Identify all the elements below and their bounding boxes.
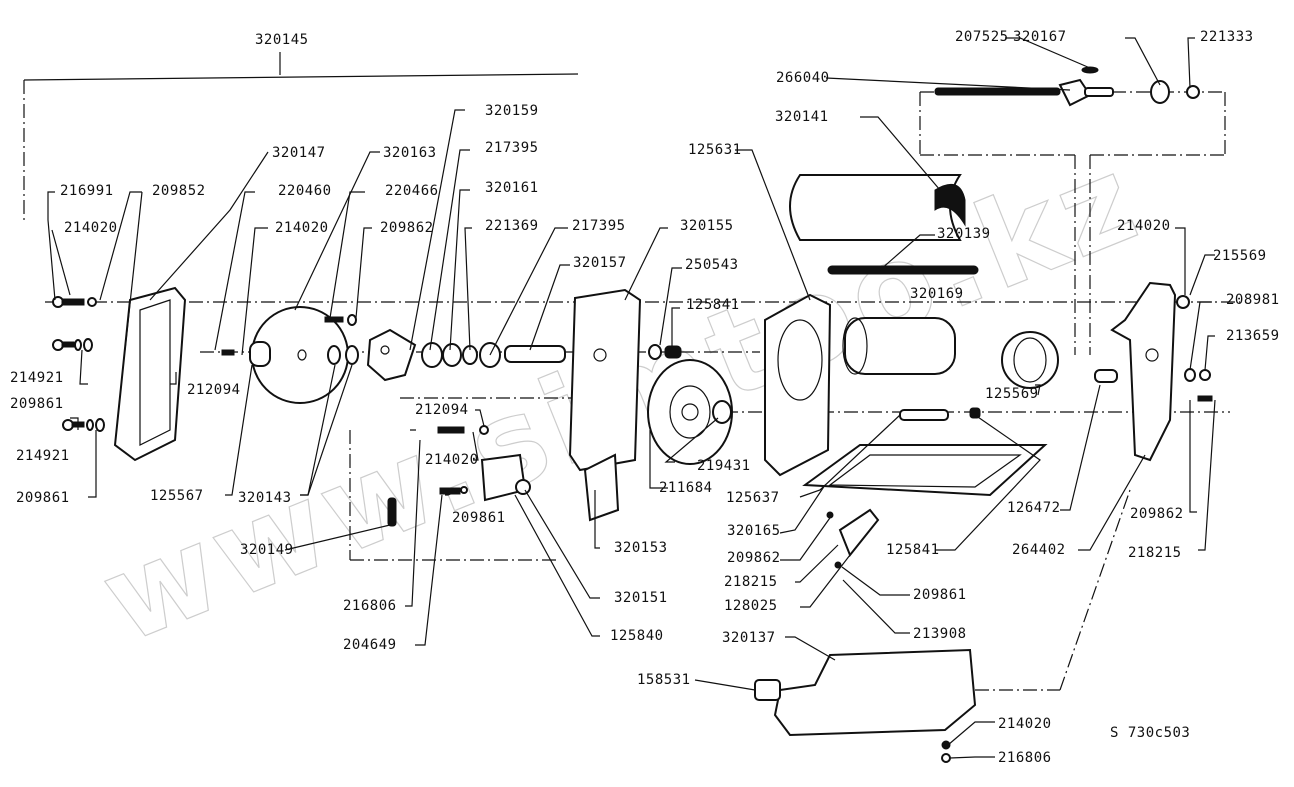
part-label: 320145 <box>255 32 309 48</box>
part-label: 216991 <box>60 183 114 199</box>
part-label: 125637 <box>726 490 780 506</box>
bottom-cover <box>773 648 977 737</box>
part-label: 207525 <box>955 29 1009 45</box>
part-label: 320139 <box>937 226 991 242</box>
part-label: 214020 <box>275 220 329 236</box>
part-label: 219431 <box>697 458 751 474</box>
part-label: 216806 <box>998 750 1052 766</box>
part-label: 214020 <box>998 716 1052 732</box>
part-label: 320151 <box>614 590 668 606</box>
part-label: 221369 <box>485 218 539 234</box>
part-label: 221333 <box>1200 29 1254 45</box>
shaft <box>504 345 566 363</box>
part-label: 209861 <box>10 396 64 412</box>
part-label: 217395 <box>572 218 626 234</box>
part-label: 125840 <box>610 628 664 644</box>
part-label: 218215 <box>1128 545 1182 561</box>
part-label: 264402 <box>1012 542 1066 558</box>
shaft-rod <box>934 87 1061 96</box>
frame <box>802 444 1048 497</box>
part-label: 320141 <box>775 109 829 125</box>
part-label: 158531 <box>637 672 691 688</box>
part-label: 220460 <box>278 183 332 199</box>
spring <box>1001 331 1059 389</box>
part-label: 320149 <box>240 542 294 558</box>
part-label: 320165 <box>727 523 781 539</box>
part-label: 320167 <box>1013 29 1067 45</box>
part-label: 266040 <box>776 70 830 86</box>
part-label: 214020 <box>64 220 118 236</box>
part-label: 214020 <box>425 452 479 468</box>
part-label: 320157 <box>573 255 627 271</box>
gear-housing <box>764 293 832 477</box>
part-label: 208981 <box>1226 292 1280 308</box>
part-label: 125569 <box>985 386 1039 402</box>
part-label: 209862 <box>727 550 781 566</box>
assembly-bracket <box>23 52 579 220</box>
part-label: 320147 <box>272 145 326 161</box>
part-label: 125631 <box>688 142 742 158</box>
part-label: 209861 <box>913 587 967 603</box>
part-label: 320163 <box>383 145 437 161</box>
part-label: 126472 <box>1007 500 1061 516</box>
part-label: 209852 <box>152 183 206 199</box>
side-plate <box>1110 281 1177 462</box>
part-label: 209861 <box>452 510 506 526</box>
flange <box>366 328 417 382</box>
part-label: 209861 <box>16 490 70 506</box>
part-label: 320155 <box>680 218 734 234</box>
part-label: 125567 <box>150 488 204 504</box>
part-label: 320143 <box>238 490 292 506</box>
leader-lines <box>47 37 1216 759</box>
mounting-plate <box>568 288 642 472</box>
part-label: 211684 <box>659 480 713 496</box>
drawing-reference-code: S 730c503 <box>1110 725 1191 741</box>
part-label: 209862 <box>380 220 434 236</box>
part-label: 214020 <box>1117 218 1171 234</box>
part-label: 320159 <box>485 103 539 119</box>
part-label: 320137 <box>722 630 776 646</box>
part-label: 217395 <box>485 140 539 156</box>
part-label: 216806 <box>343 598 397 614</box>
part-label: 320169 <box>910 286 964 302</box>
rod <box>827 265 979 275</box>
parts <box>52 66 1213 763</box>
part-label: 125841 <box>886 542 940 558</box>
drum <box>844 317 956 375</box>
part-label: 220466 <box>385 183 439 199</box>
part-label: 212094 <box>415 402 469 418</box>
part-label: 204649 <box>343 637 397 653</box>
part-label: 213659 <box>1226 328 1280 344</box>
part-label: 128025 <box>724 598 778 614</box>
part-label: 213908 <box>913 626 967 642</box>
part-label: 320161 <box>485 180 539 196</box>
part-label: 250543 <box>685 257 739 273</box>
part-label: 212094 <box>187 382 241 398</box>
part-label: 215569 <box>1213 248 1267 264</box>
part-label: 214921 <box>16 448 70 464</box>
part-label: 209862 <box>1130 506 1184 522</box>
cover-plate <box>113 286 187 462</box>
part-label: 218215 <box>724 574 778 590</box>
part-label: 320153 <box>614 540 668 556</box>
part-label: 125841 <box>686 297 740 313</box>
part-label: 214921 <box>10 370 64 386</box>
